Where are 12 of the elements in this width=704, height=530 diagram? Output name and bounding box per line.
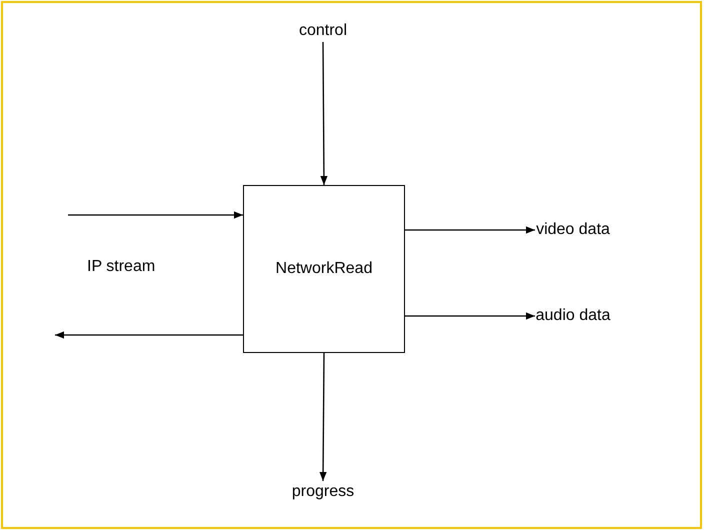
output-label: audio data <box>535 305 611 327</box>
arrow <box>320 42 328 185</box>
input-label: control <box>293 20 353 42</box>
signal-label: IP stream <box>87 258 156 276</box>
output-label: progress <box>292 481 354 503</box>
arrow <box>405 312 535 320</box>
process-box: NetworkRead <box>243 185 405 353</box>
arrow <box>55 331 243 339</box>
arrow <box>405 226 535 234</box>
output-label: video data <box>535 219 611 241</box>
arrow <box>319 353 327 481</box>
arrow <box>68 211 243 219</box>
